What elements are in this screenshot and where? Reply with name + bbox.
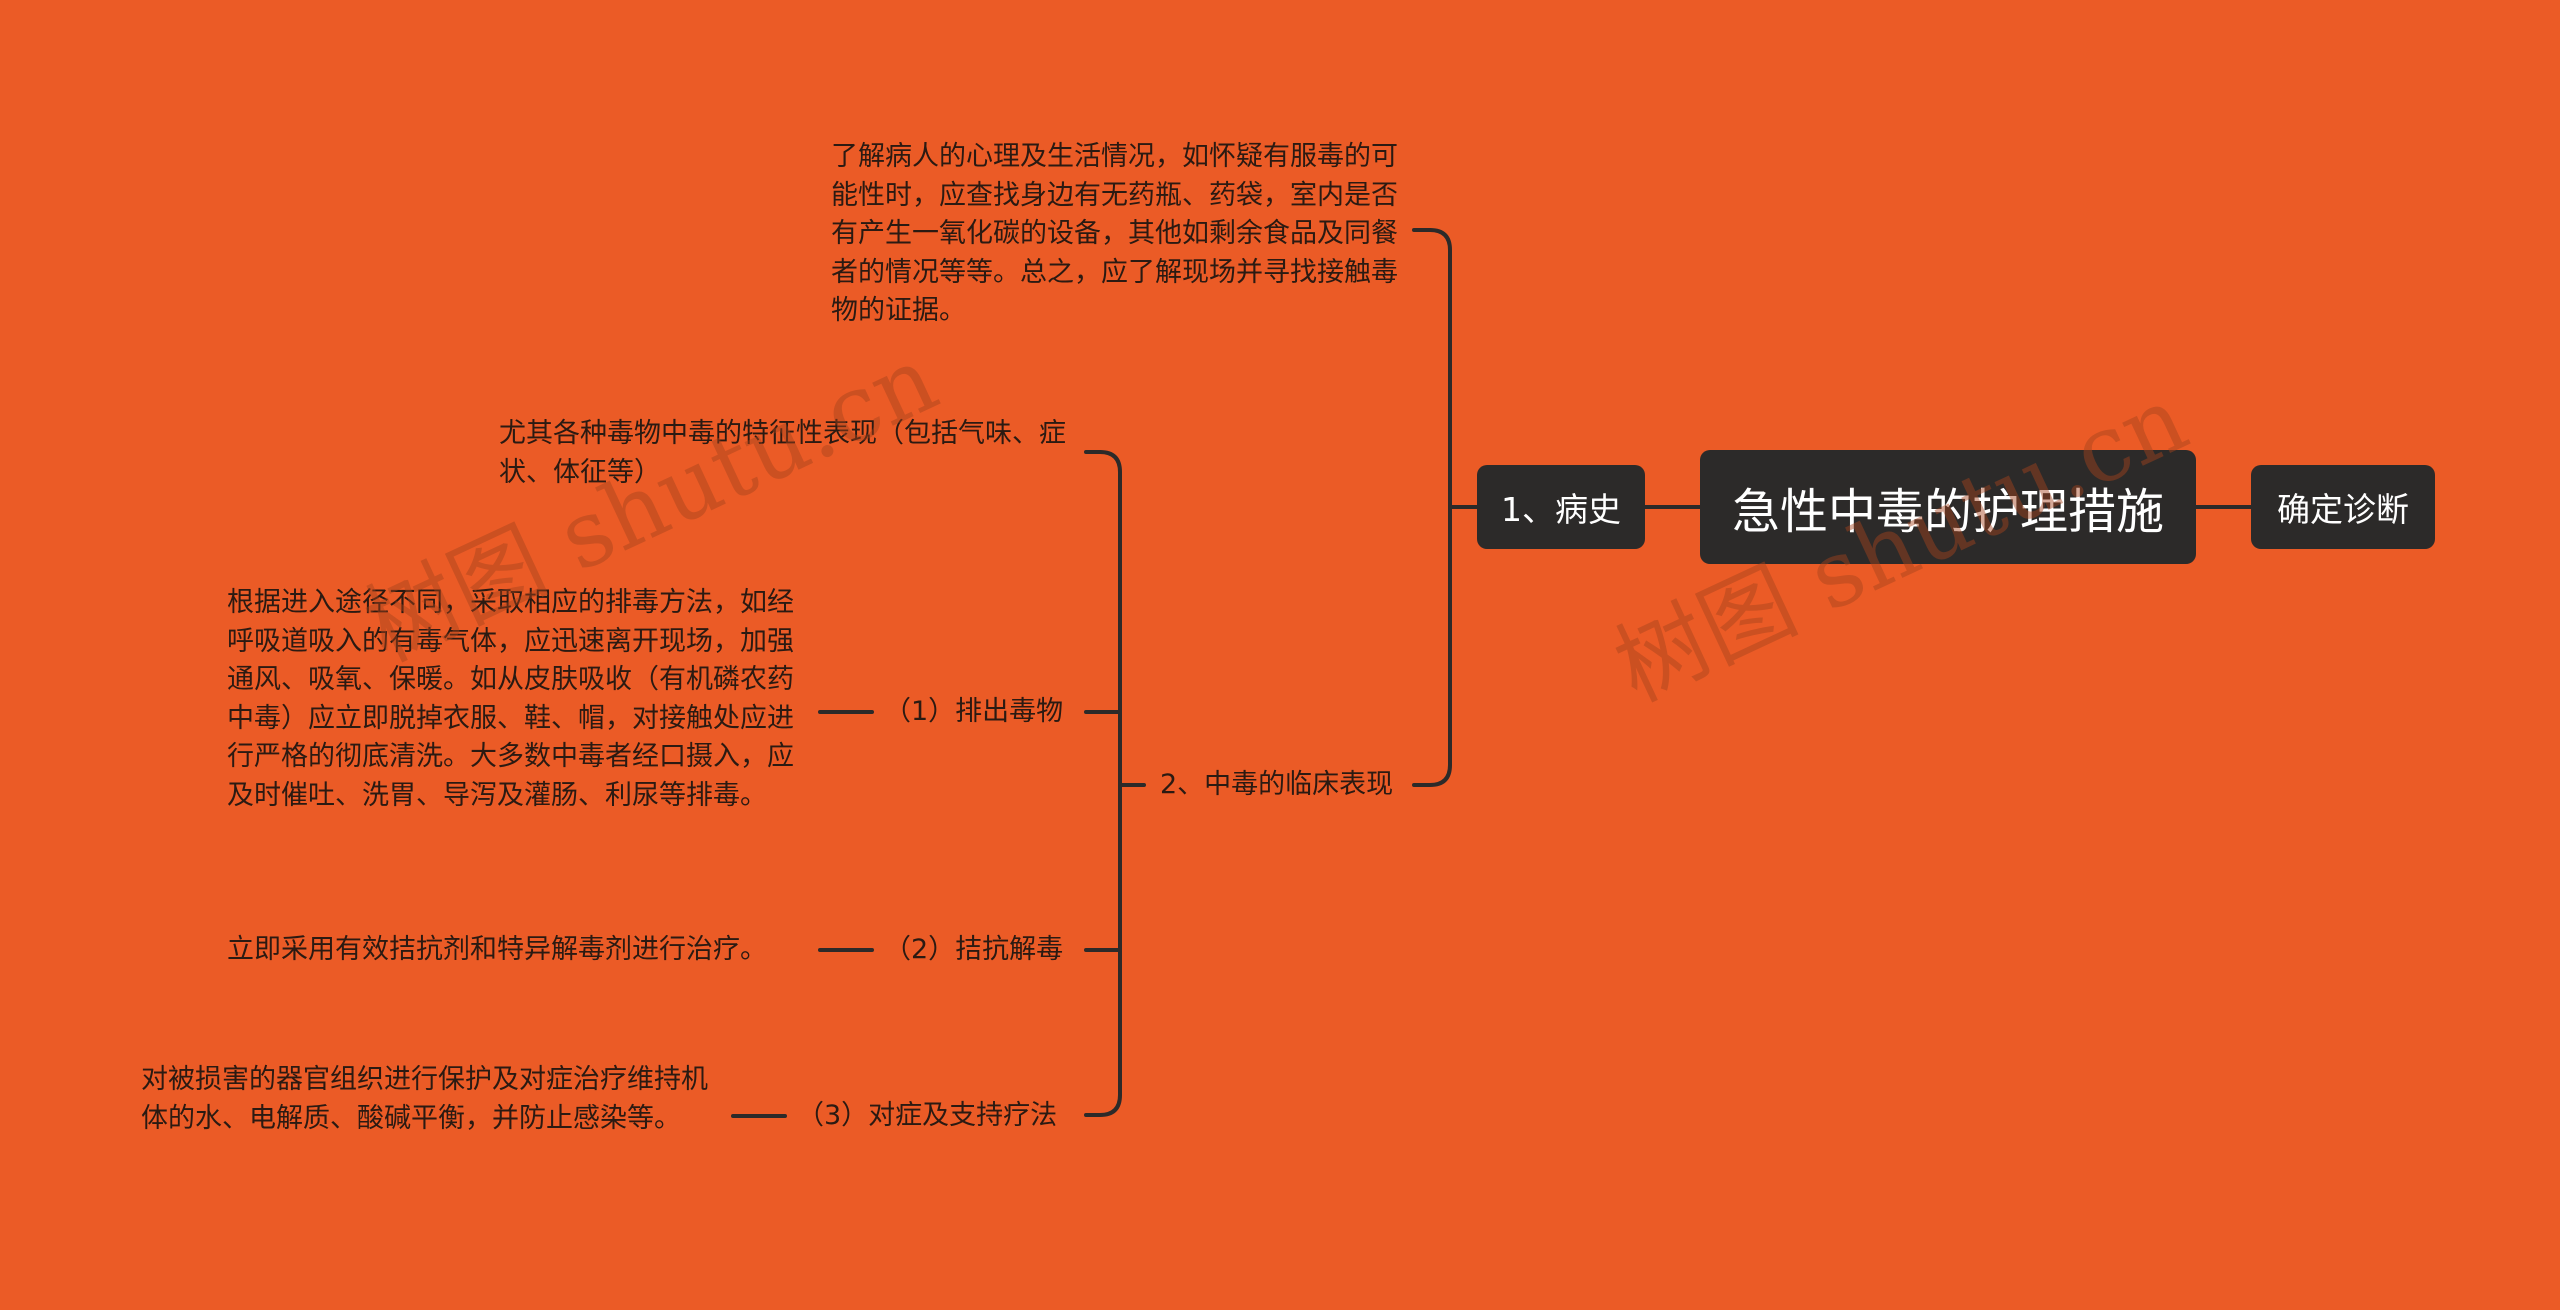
link-history-bracket [1412,228,1452,787]
item-detail-1[interactable]: 根据进入途径不同，采取相应的排毒方法，如经呼吸道吸入的有毒气体，应迅速离开现场，… [227,587,794,811]
branch-diagnosis[interactable]: 确定诊断 [2251,465,2435,549]
item-label-3[interactable]: （3）对症及支持疗法 [797,1100,1058,1131]
link-clinical-bracket [1084,450,1122,1117]
branch-history[interactable]: 1、病史 [1477,465,1645,549]
item-label-2[interactable]: （2）拮抗解毒 [884,934,1064,965]
history-detail[interactable]: 了解病人的心理及生活情况，如怀疑有服毒的可能性时，应查找身边有无药瓶、药袋，室内… [831,141,1398,326]
item-label-1[interactable]: （1）排出毒物 [884,696,1064,727]
item-detail-2[interactable]: 立即采用有效拮抗剂和特异解毒剂进行治疗。 [227,934,767,965]
clinical-intro[interactable]: 尤其各种毒物中毒的特征性表现（包括气味、症状、体征等） [499,418,1066,488]
item-detail-3[interactable]: 对被损害的器官组织进行保护及对症治疗维持机体的水、电解质、酸碱平衡，并防止感染等… [141,1064,708,1134]
clinical-label[interactable]: 2、中毒的临床表现 [1160,769,1394,800]
root-node[interactable]: 急性中毒的护理措施 [1700,450,2196,564]
